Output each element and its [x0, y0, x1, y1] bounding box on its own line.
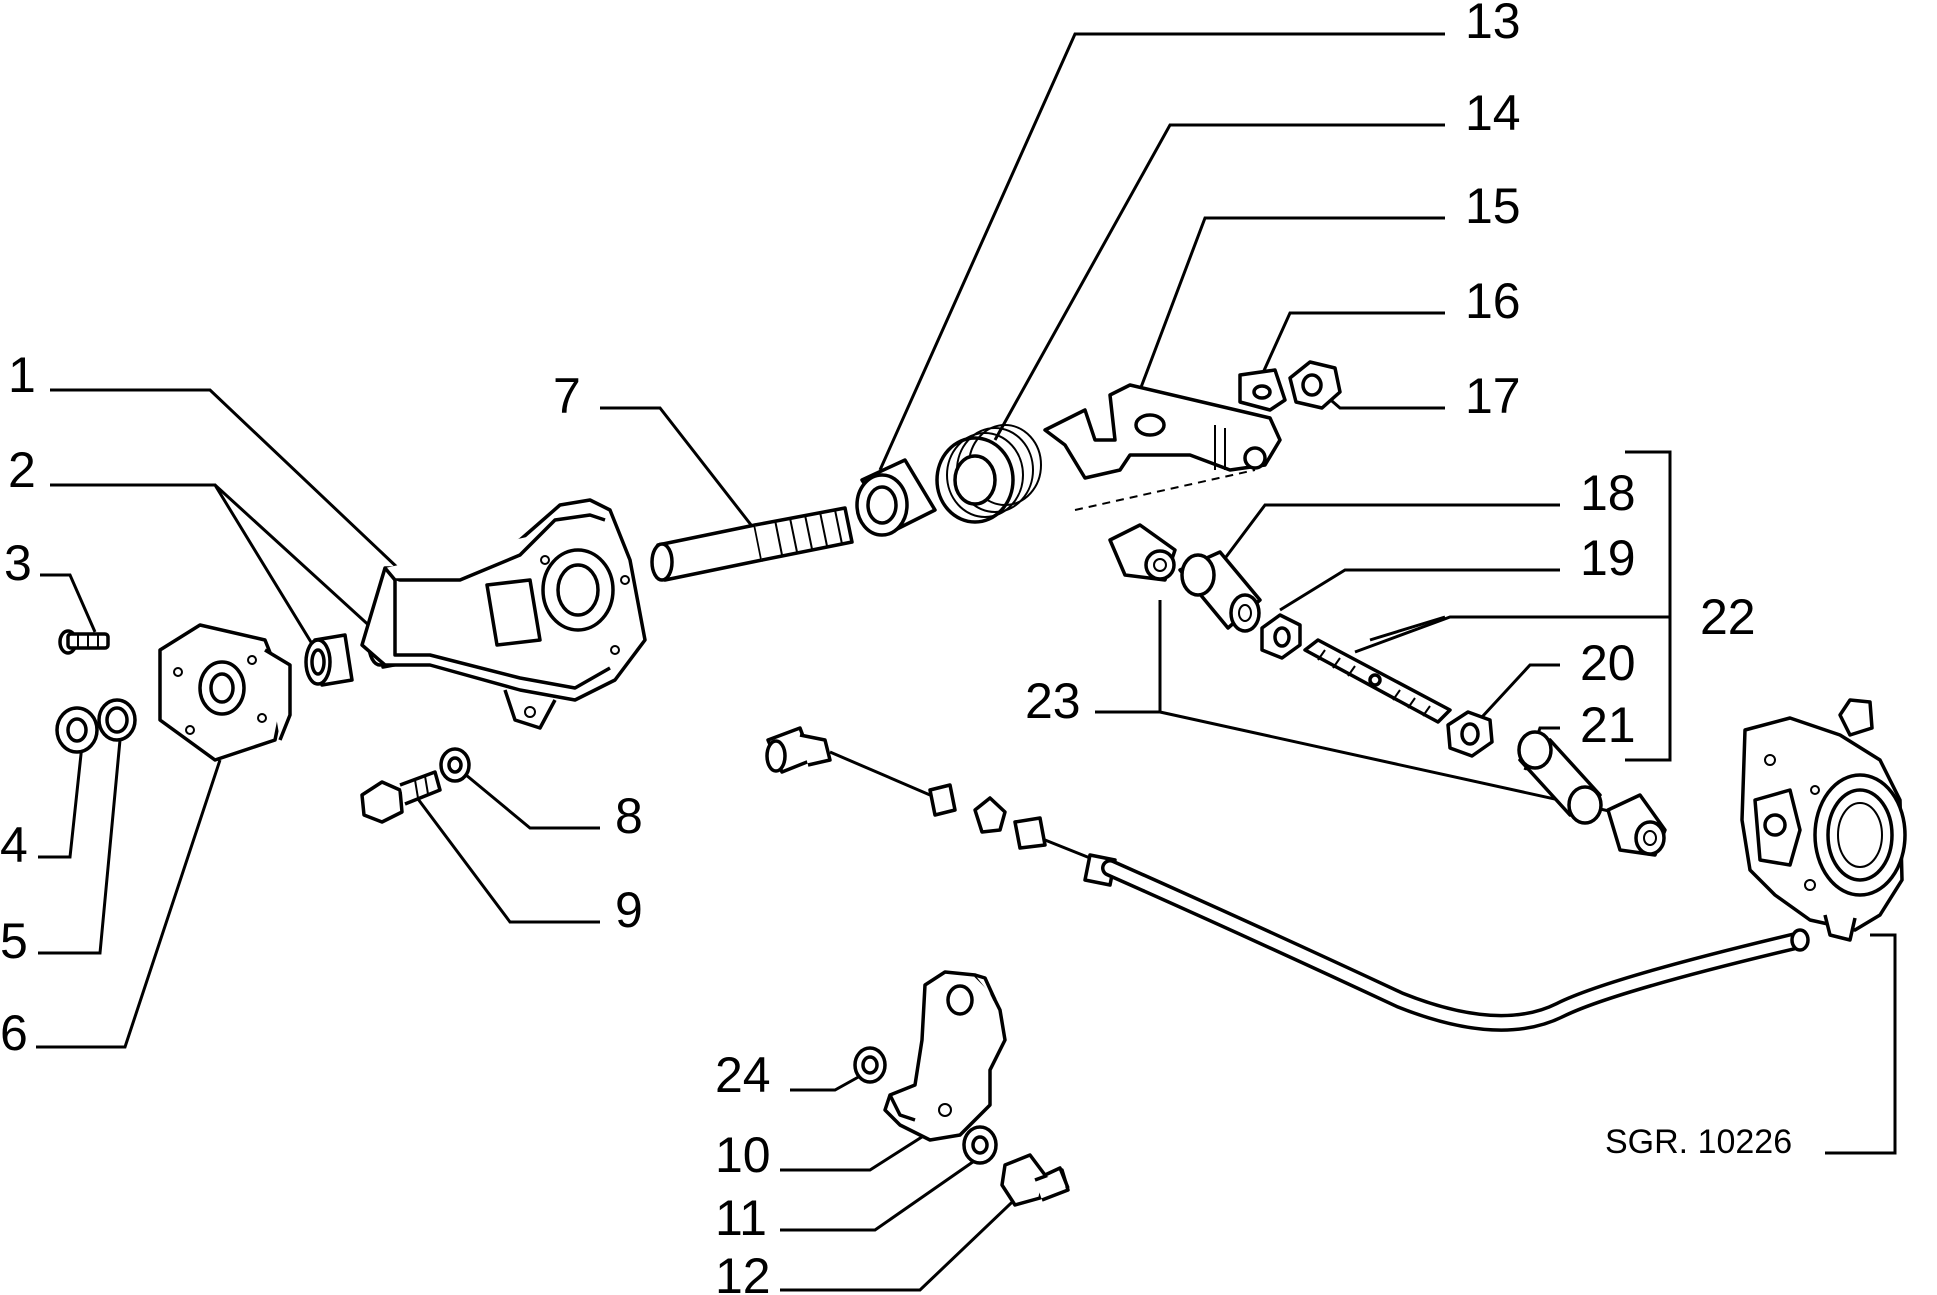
callout-3: 3 — [4, 535, 32, 591]
sleeve-part-21 — [1517, 730, 1603, 825]
throttle-body — [1740, 698, 1907, 942]
callout-12: 12 — [715, 1248, 771, 1295]
callout-labels: 1 2 3 4 5 6 7 8 9 10 11 12 13 14 15 16 1… — [0, 0, 1792, 1295]
callout-6: 6 — [0, 1005, 28, 1061]
callout-22: 22 — [1700, 589, 1756, 645]
sleeve-part-18 — [1178, 550, 1262, 633]
shaft-part-7 — [650, 506, 854, 582]
callout-5: 5 — [0, 913, 28, 969]
cable-end-part-23b — [1606, 793, 1667, 857]
callout-13: 13 — [1465, 0, 1521, 49]
nut-part-19 — [1260, 613, 1302, 660]
nut-part-20 — [1446, 710, 1494, 758]
washer-part-4 — [55, 706, 99, 754]
callout-2: 2 — [8, 442, 36, 498]
callout-7: 7 — [553, 368, 581, 424]
bolt-part-9 — [360, 770, 442, 824]
callout-20: 20 — [1580, 635, 1636, 691]
parts — [55, 360, 1907, 1207]
callout-9: 9 — [615, 882, 643, 938]
reference-code: SGR. 10226 — [1605, 1123, 1792, 1161]
bracket-part-10 — [883, 970, 1007, 1142]
threaded-rod-part-22 — [1303, 638, 1452, 724]
callout-19: 19 — [1580, 530, 1636, 586]
screw-part-3 — [58, 629, 110, 655]
callout-4: 4 — [0, 817, 28, 873]
tab-washer-part-16 — [1238, 368, 1287, 412]
callout-15: 15 — [1465, 178, 1521, 234]
spring-part-14 — [935, 424, 1042, 524]
callout-11: 11 — [715, 1190, 767, 1246]
bushing-part-2a — [304, 633, 354, 687]
washer-part-11 — [962, 1125, 998, 1165]
pedal-bracket-part-1 — [360, 498, 647, 730]
callout-16: 16 — [1465, 273, 1521, 329]
nut-part-17 — [1288, 360, 1342, 410]
cable-end-part-23 — [1108, 523, 1177, 582]
callout-14: 14 — [1465, 85, 1521, 141]
callout-17: 17 — [1465, 368, 1521, 424]
callout-18: 18 — [1580, 465, 1636, 521]
callout-21: 21 — [1580, 697, 1636, 753]
washer-part-24 — [853, 1046, 887, 1084]
callout-10: 10 — [715, 1127, 771, 1183]
callout-24: 24 — [715, 1047, 771, 1103]
callout-23: 23 — [1025, 673, 1081, 729]
callout-1: 1 — [8, 347, 36, 403]
lever-part-15 — [1043, 383, 1282, 480]
washer-part-8 — [439, 747, 471, 783]
bolt-part-12 — [1000, 1153, 1070, 1207]
flange-plate-part-6 — [158, 623, 292, 762]
alignment-dash — [1074, 469, 1256, 511]
bushing-part-13 — [855, 458, 937, 537]
callout-8: 8 — [615, 788, 643, 844]
bushing-part-5 — [97, 698, 137, 742]
throttle-cable — [765, 726, 1810, 1032]
